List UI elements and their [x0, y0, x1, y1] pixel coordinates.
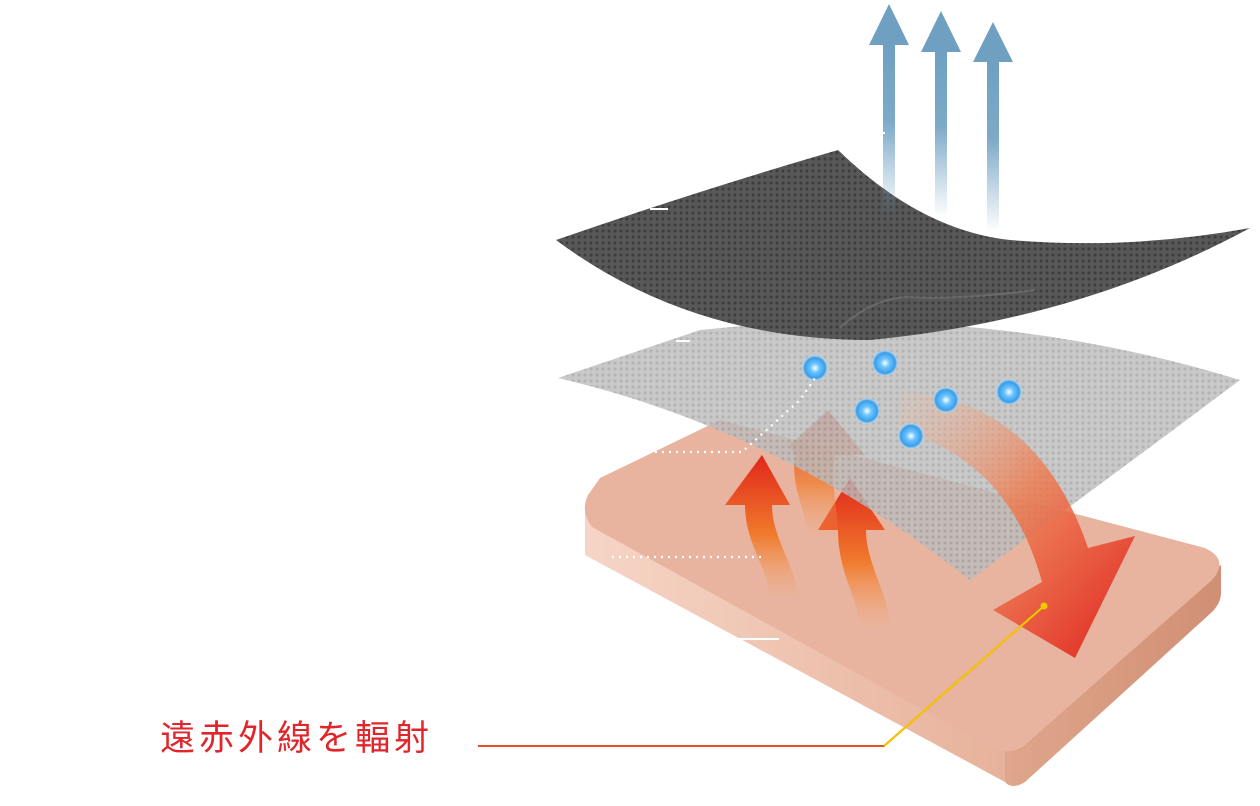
- moisture-droplet-icon: [933, 387, 959, 413]
- moisture-droplet-icon: [854, 398, 880, 424]
- body-heat-arrow-icon: [725, 455, 798, 600]
- moisture-droplet-icon: [872, 350, 898, 376]
- callout-leader: [478, 602, 1048, 747]
- layer-pointer-lines: [612, 132, 885, 640]
- moisture-droplet-icon: [898, 423, 924, 449]
- far-infrared-return-arrow-icon: [900, 392, 1135, 658]
- inner-fabric-layer: [558, 321, 1240, 580]
- outer-fabric-layer: [556, 150, 1250, 340]
- moisture-droplet-icon: [802, 355, 828, 381]
- vapor-release-arrow-icon: [869, 4, 909, 215]
- moisture-droplet-icon: [996, 379, 1022, 405]
- leader-dot-icon: [1040, 602, 1048, 610]
- outer-fabric-fold: [839, 289, 1036, 329]
- moisture-droplets: [802, 350, 1022, 449]
- vapor-release-arrows: [869, 4, 1013, 232]
- vapor-release-arrow-icon: [973, 22, 1013, 232]
- vapor-release-arrow-icon: [921, 11, 961, 217]
- far-infrared-radiation-label: 遠赤外線を輻射: [160, 719, 434, 759]
